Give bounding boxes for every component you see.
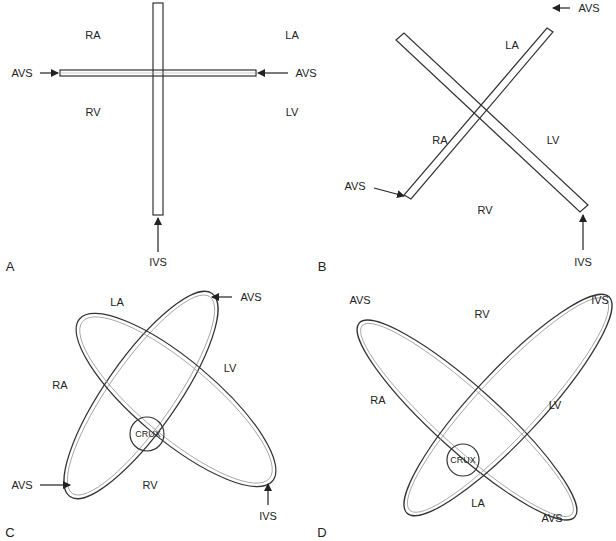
chamber-label: IVS bbox=[149, 257, 167, 268]
chamber-label: RA bbox=[85, 30, 100, 41]
ivs-disc bbox=[382, 274, 616, 537]
chamber-label: LA bbox=[505, 40, 518, 51]
chamber-label: LV bbox=[549, 400, 562, 411]
chamber-label: RV bbox=[85, 107, 100, 118]
chamber-label: AVS bbox=[11, 480, 32, 491]
pointer-arrows bbox=[40, 8, 583, 505]
panel-letter: A bbox=[6, 260, 15, 273]
chamber-label: LV bbox=[286, 107, 299, 118]
chamber-label: LA bbox=[471, 498, 484, 509]
chamber-label: RV bbox=[142, 480, 157, 491]
avs-disc bbox=[338, 299, 596, 541]
chamber-label: LV bbox=[224, 363, 237, 374]
ivs-disc bbox=[54, 288, 298, 511]
chamber-label: RV bbox=[477, 205, 492, 216]
chamber-label: RA bbox=[370, 395, 385, 406]
avs-disc bbox=[40, 273, 241, 517]
chamber-label: LA bbox=[285, 30, 298, 41]
chamber-label: CRUX bbox=[135, 430, 161, 439]
chamber-label: AVS bbox=[295, 68, 316, 79]
ivs-plank bbox=[396, 33, 588, 212]
chamber-label: AVS bbox=[240, 292, 261, 303]
panel-letter: B bbox=[318, 260, 327, 273]
chamber-label: AVS bbox=[349, 295, 370, 306]
panel-letter: C bbox=[5, 525, 14, 538]
crux-circle bbox=[130, 417, 164, 451]
panel-letter: D bbox=[317, 525, 326, 538]
chamber-label: LA bbox=[110, 297, 123, 308]
chamber-label: IVS bbox=[259, 511, 277, 522]
chamber-label: IVS bbox=[574, 257, 592, 268]
crux-circle bbox=[447, 444, 479, 476]
chamber-label: RA bbox=[432, 135, 447, 146]
chamber-label: RA bbox=[52, 380, 67, 391]
chamber-label: RV bbox=[474, 309, 489, 320]
chamber-label: AVS bbox=[344, 181, 365, 192]
chamber-label: AVS bbox=[541, 513, 562, 524]
ivs-plank bbox=[153, 3, 163, 215]
chamber-label: LV bbox=[547, 135, 560, 146]
avs-plank bbox=[60, 70, 256, 76]
chamber-label: AVS bbox=[578, 3, 599, 14]
chamber-label: CRUX bbox=[450, 456, 476, 465]
chamber-label: IVS bbox=[591, 295, 609, 306]
chamber-label: AVS bbox=[11, 68, 32, 79]
